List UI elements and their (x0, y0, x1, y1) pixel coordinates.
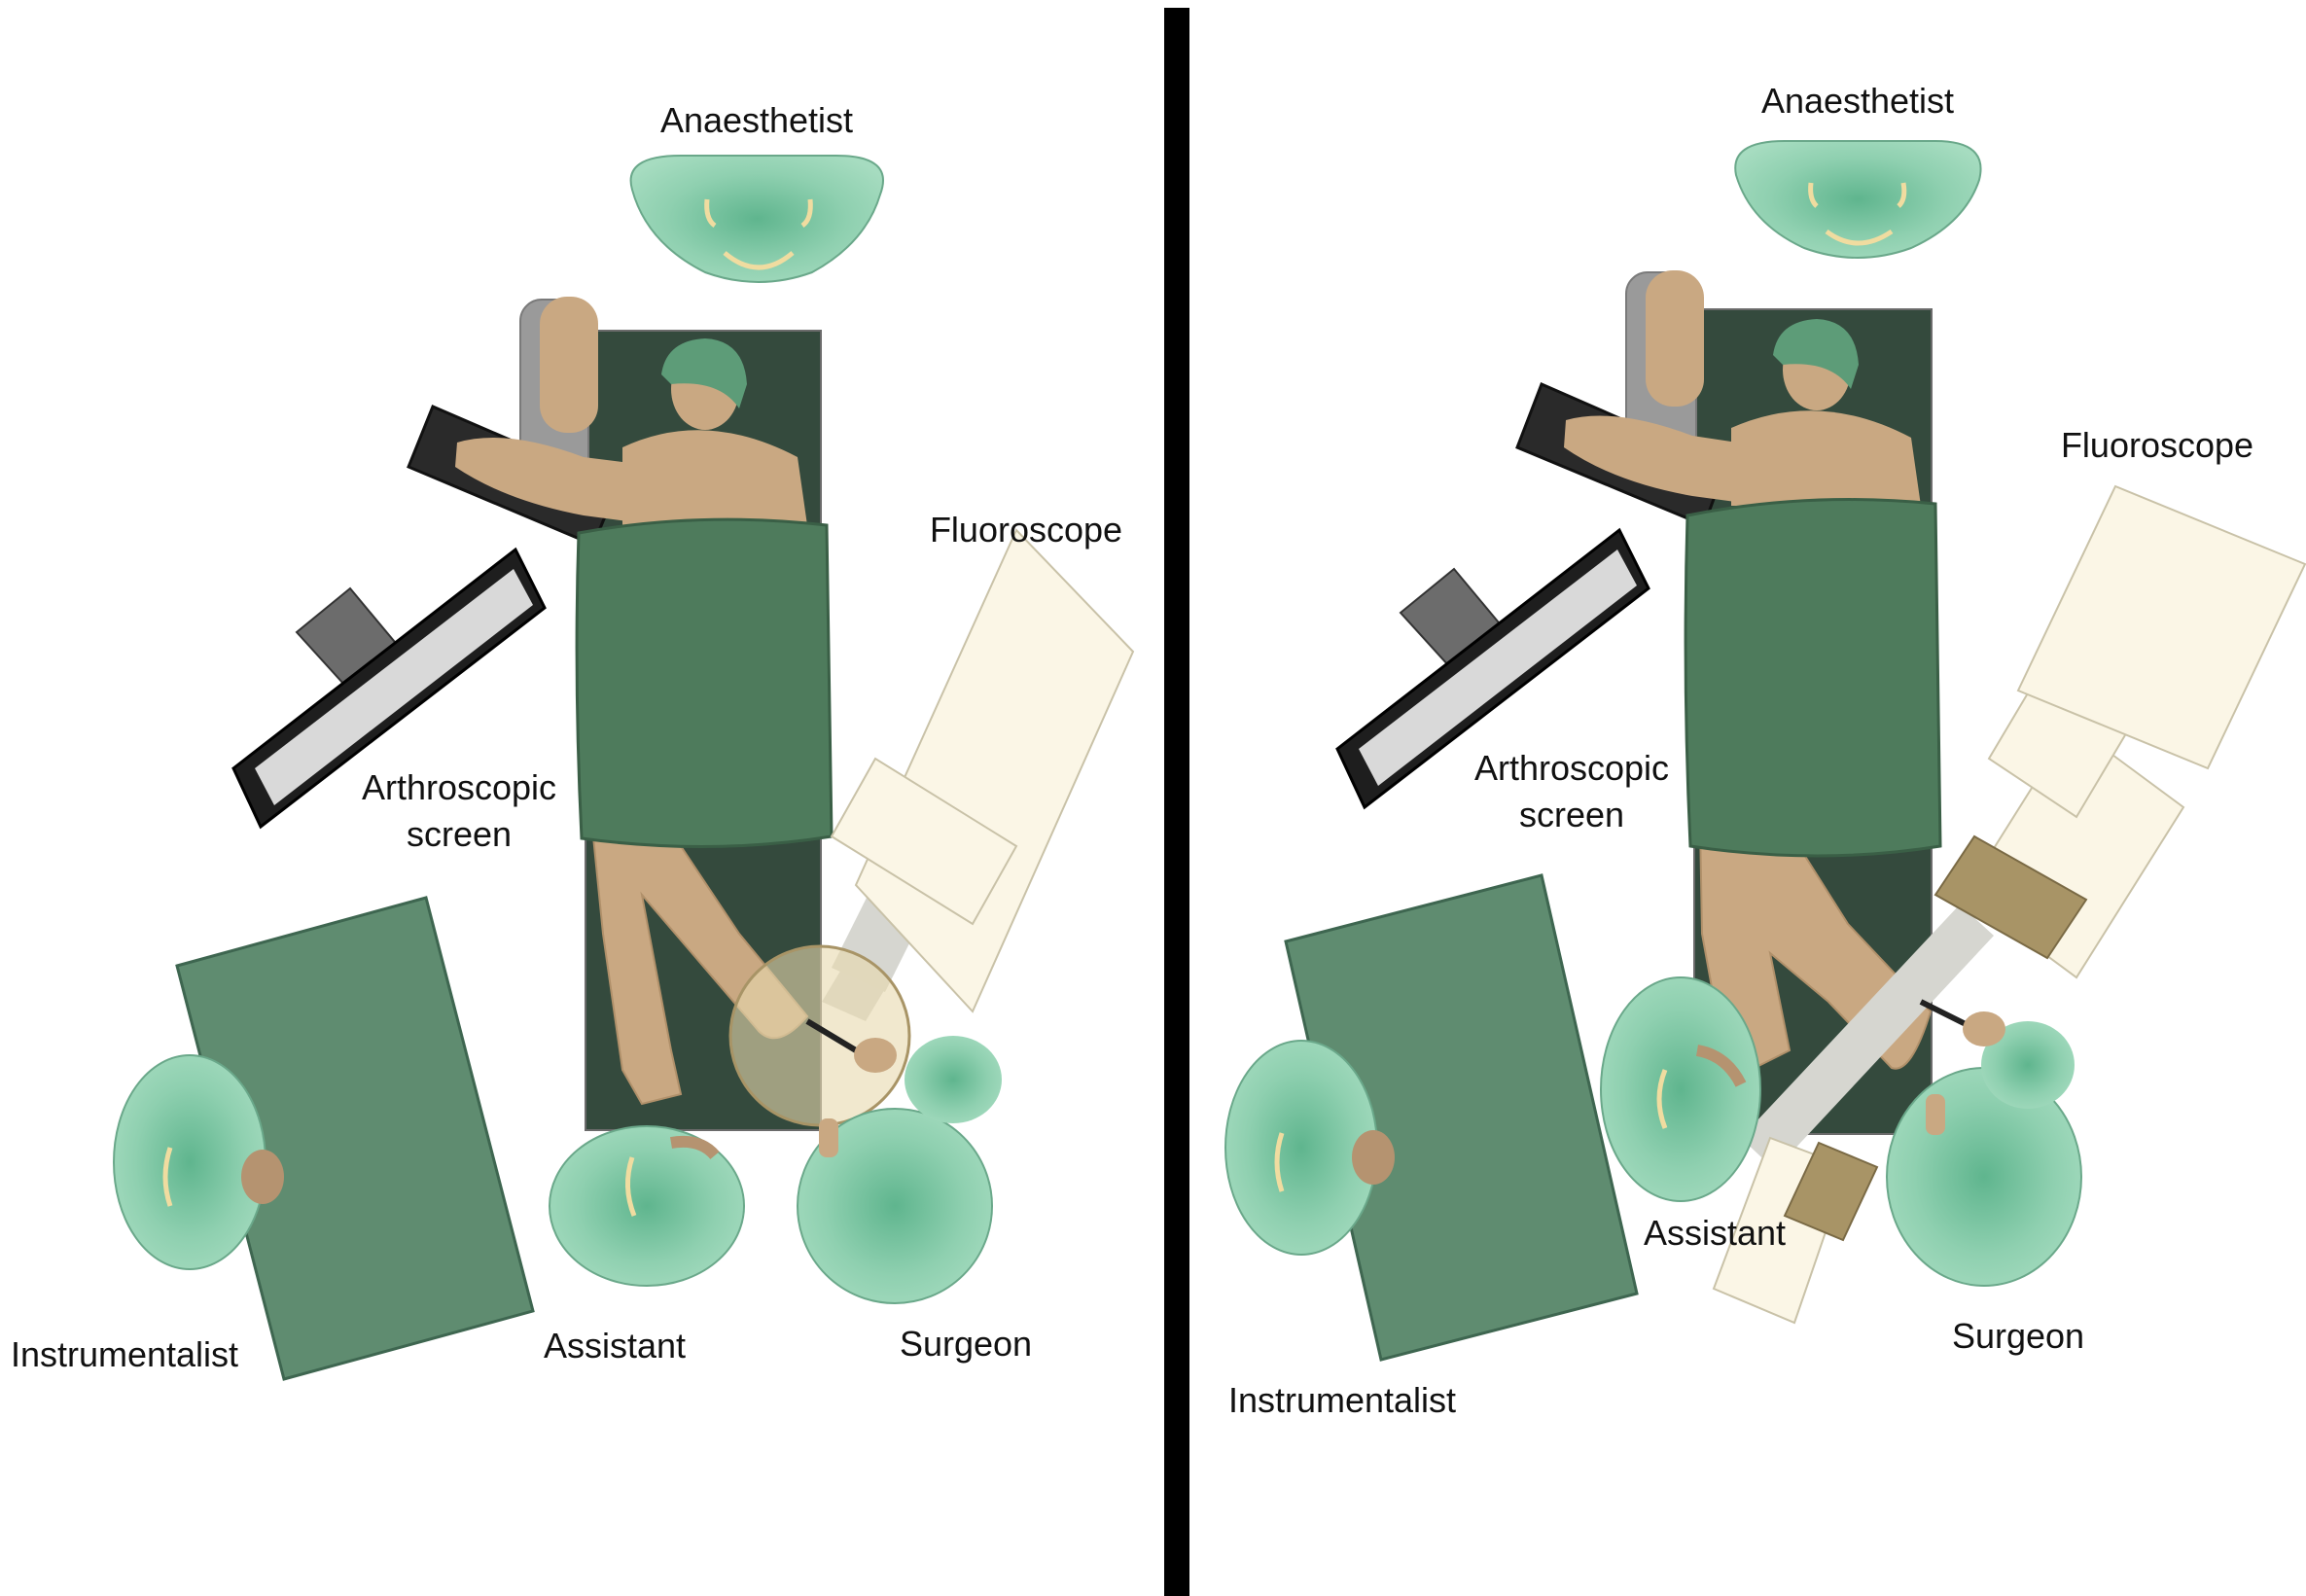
right-label-instrumentalist: Instrumentalist (1228, 1380, 1456, 1420)
right-label-anaesthetist: Anaesthetist (1761, 81, 1954, 121)
drape (1684, 498, 1942, 858)
patient (455, 297, 809, 1106)
fluoroscope (728, 528, 1135, 1127)
left-label-surgeon: Surgeon (900, 1324, 1032, 1364)
panel-right: Anaesthetist Fluoroscope Arthroscopic sc… (1224, 81, 2306, 1420)
left-label-instrumentalist: Instrumentalist (11, 1334, 238, 1374)
arthroscopic-monitor (1335, 527, 1650, 810)
left-label-screen-line2: screen (407, 814, 512, 854)
anaesthetist-figure (1734, 140, 1982, 259)
fluoroscope (1712, 484, 2306, 1325)
instrument-table (175, 896, 535, 1381)
instrumentalist-figure (113, 1054, 284, 1270)
panel-left: Anaesthetist Fluoroscope Arthroscopic sc… (11, 100, 1135, 1381)
assistant-figure (549, 1125, 745, 1287)
right-label-assistant: Assistant (1644, 1213, 1786, 1253)
instrumentalist-figure (1224, 1040, 1395, 1256)
left-label-screen-line1: Arthroscopic (362, 767, 556, 807)
panel-divider (1164, 8, 1189, 1596)
left-label-anaesthetist: Anaesthetist (660, 100, 853, 140)
surgeon-figure (1886, 999, 2082, 1287)
right-label-surgeon: Surgeon (1952, 1316, 2084, 1356)
drape (575, 517, 834, 849)
surgeon-figure (797, 1018, 1002, 1304)
assistant-figure (1600, 976, 1761, 1202)
right-label-screen-line2: screen (1519, 795, 1624, 834)
left-label-fluoroscope: Fluoroscope (930, 510, 1122, 550)
right-label-screen-line1: Arthroscopic (1474, 748, 1669, 788)
left-label-assistant: Assistant (544, 1326, 686, 1365)
arthroscopic-monitor (231, 547, 547, 830)
right-label-fluoroscope: Fluoroscope (2061, 425, 2253, 465)
anaesthetist-figure (629, 155, 884, 283)
